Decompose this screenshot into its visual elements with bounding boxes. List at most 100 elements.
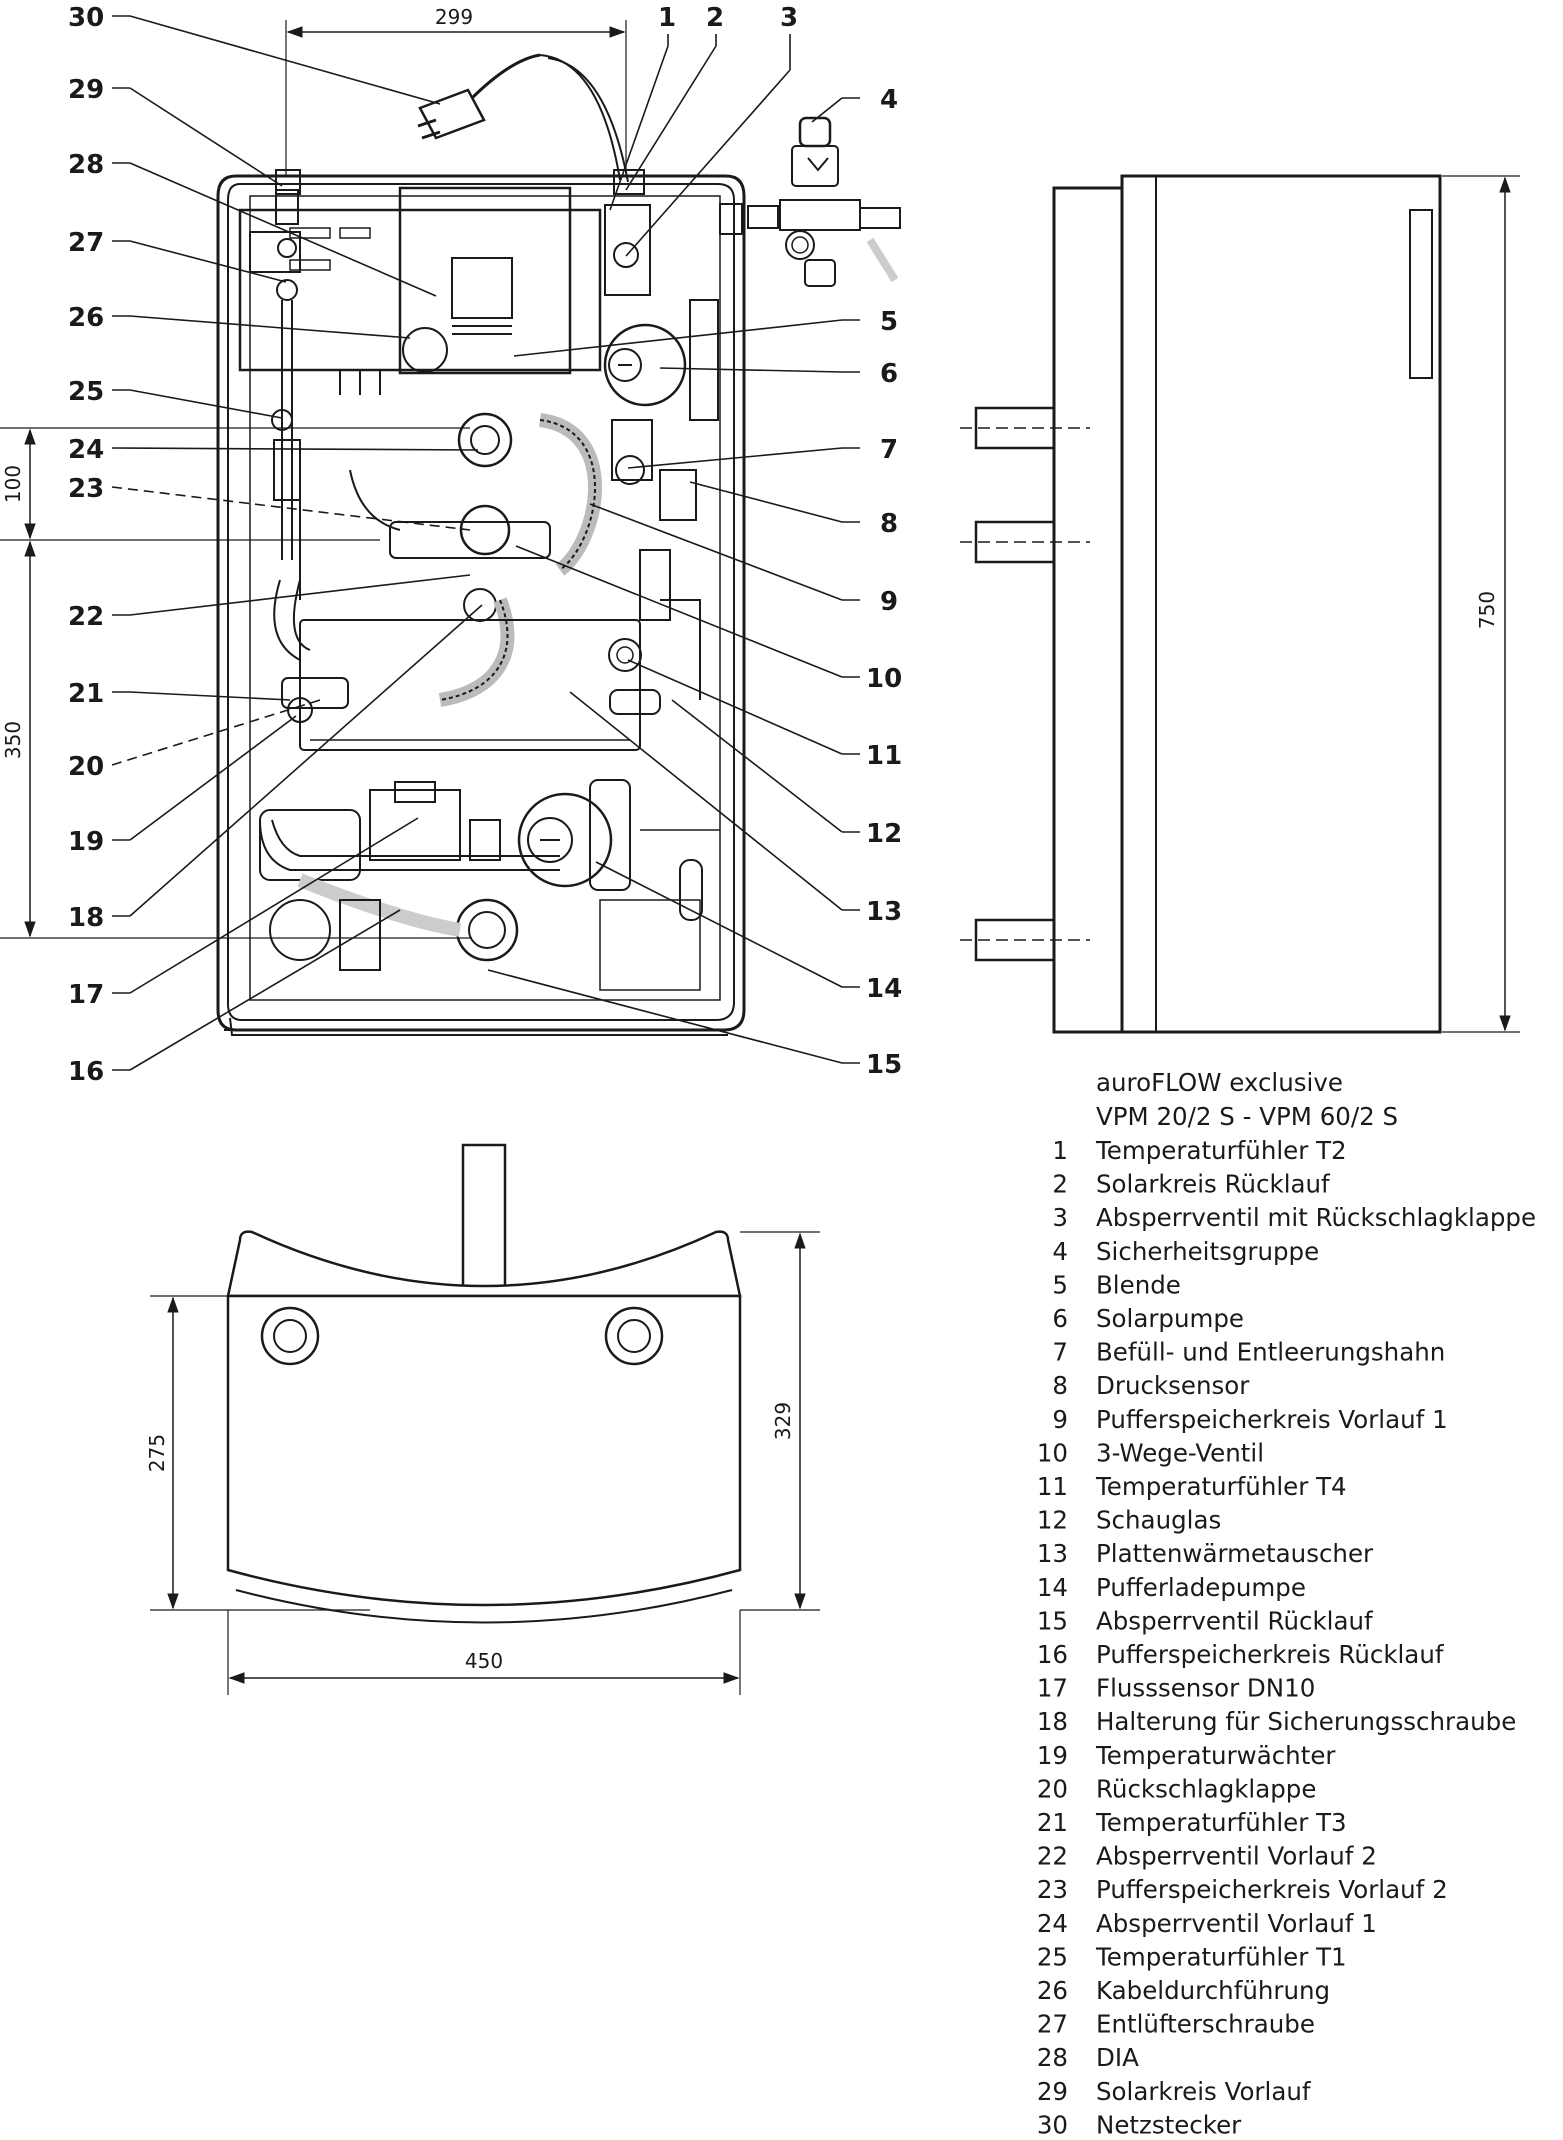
legend-title-line1: auroFLOW exclusive [1096,1068,1343,1097]
legend-item-number: 21 [1037,1808,1068,1837]
callout-28: 28 [68,150,104,180]
legend-item-label: Solarpumpe [1096,1304,1244,1333]
legend-item-number: 2 [1052,1170,1068,1199]
callout-21: 21 [68,679,104,709]
legend-item-label: Schauglas [1096,1506,1221,1535]
legend-item-label: DIA [1096,2043,1139,2072]
callout-5: 5 [880,307,898,337]
callout-10: 10 [866,664,902,694]
dimension-bottom [150,1231,820,1695]
legend-item-number: 30 [1037,2110,1068,2139]
legend-item-number: 7 [1052,1338,1068,1367]
callout-23: 23 [68,474,104,504]
callout-7: 7 [880,435,898,465]
callout-30: 30 [68,3,104,33]
legend-item-label: Rückschlagklappe [1096,1774,1316,1803]
callout-22: 22 [68,602,104,632]
legend-item-number: 19 [1037,1741,1068,1770]
legend-item-number: 15 [1037,1606,1068,1635]
legend-item-label: Absperrventil Vorlauf 2 [1096,1842,1377,1871]
legend-item-label: Plattenwärmetauscher [1096,1539,1374,1568]
legend-item-number: 20 [1037,1774,1068,1803]
legend-item-number: 9 [1052,1405,1068,1434]
dim-label-750: 750 [1475,591,1499,629]
callout-17: 17 [68,980,104,1010]
dim-label-275: 275 [145,1434,169,1472]
callout-3: 3 [780,3,798,33]
legend-item-number: 5 [1052,1270,1068,1299]
legend-item-label: Temperaturfühler T3 [1095,1808,1347,1837]
callout-11: 11 [866,741,902,771]
legend-item-number: 24 [1037,1909,1068,1938]
legend-item-label: Solarkreis Rücklauf [1096,1170,1331,1199]
callout-15: 15 [866,1050,902,1080]
front-view [216,169,746,1036]
legend-item-number: 10 [1037,1438,1068,1467]
legend: auroFLOW exclusive VPM 20/2 S - VPM 60/2… [1037,1068,1536,2139]
legend-item-number: 1 [1052,1136,1068,1165]
legend-item-number: 22 [1037,1842,1068,1871]
safety-group-icon [747,116,901,287]
legend-item-label: Temperaturfühler T4 [1095,1472,1347,1501]
callout-9: 9 [880,587,898,617]
legend-item-label: Entlüfterschraube [1096,2010,1315,2039]
dim-label-450: 450 [465,1649,503,1673]
callout-18: 18 [68,903,104,933]
legend-item-number: 3 [1052,1203,1068,1232]
callout-numbers: 30 29 28 27 26 25 24 23 22 21 20 19 18 1… [68,3,902,1087]
dim-label-100: 100 [1,465,25,503]
legend-item-number: 4 [1052,1237,1068,1266]
legend-item-number: 6 [1052,1304,1068,1333]
callout-27: 27 [68,228,104,258]
callout-24: 24 [68,435,104,465]
legend-item-label: Sicherheitsgruppe [1096,1237,1319,1266]
legend-item-label: Pufferspeicherkreis Vorlauf 1 [1096,1405,1448,1434]
side-view [960,174,1442,1034]
legend-item-label: 3-Wege-Ventil [1096,1438,1264,1467]
callout-13: 13 [866,897,902,927]
legend-item-label: Solarkreis Vorlauf [1096,2077,1312,2106]
callout-16: 16 [68,1057,104,1087]
legend-item-number: 8 [1052,1371,1068,1400]
callout-29: 29 [68,75,104,105]
legend-item-number: 23 [1037,1875,1068,1904]
callout-2: 2 [706,3,724,33]
legend-item-label: Befüll- und Entleerungshahn [1096,1338,1445,1367]
callout-14: 14 [866,974,902,1004]
legend-item-label: Pufferladepumpe [1096,1573,1306,1602]
legend-item-label: Pufferspeicherkreis Vorlauf 2 [1096,1875,1448,1904]
legend-item-label: Absperrventil mit Rückschlagklappe [1096,1203,1536,1232]
legend-item-number: 11 [1037,1472,1068,1501]
legend-item-number: 29 [1037,2077,1068,2106]
callout-12: 12 [866,819,902,849]
legend-item-number: 25 [1037,1942,1068,1971]
legend-item-number: 27 [1037,2010,1068,2039]
dim-label-350: 350 [1,721,25,759]
dim-label-329: 329 [771,1402,795,1440]
legend-item-label: Pufferspeicherkreis Rücklauf [1096,1640,1445,1669]
legend-item-number: 12 [1037,1506,1068,1535]
legend-item-number: 26 [1037,1976,1068,2005]
legend-item-label: Temperaturfühler T1 [1095,1942,1347,1971]
callout-6: 6 [880,359,898,389]
callout-25: 25 [68,377,104,407]
legend-item-label: Netzstecker [1096,2110,1242,2139]
legend-item-number: 13 [1037,1539,1068,1568]
legend-item-number: 28 [1037,2043,1068,2072]
legend-item-label: Blende [1096,1270,1181,1299]
legend-item-label: Halterung für Sicherungsschraube [1096,1707,1516,1736]
callout-4: 4 [880,85,898,115]
legend-item-label: Absperrventil Vorlauf 1 [1096,1909,1377,1938]
callout-1: 1 [658,3,676,33]
callout-20: 20 [68,752,104,782]
legend-item-label: Flusssensor DN10 [1096,1674,1315,1703]
callout-8: 8 [880,509,898,539]
power-plug-icon [417,53,629,183]
top-view [226,1143,742,1624]
callout-26: 26 [68,303,104,333]
legend-item-number: 16 [1037,1640,1068,1669]
legend-item-number: 18 [1037,1707,1068,1736]
legend-item-label: Drucksensor [1096,1371,1250,1400]
